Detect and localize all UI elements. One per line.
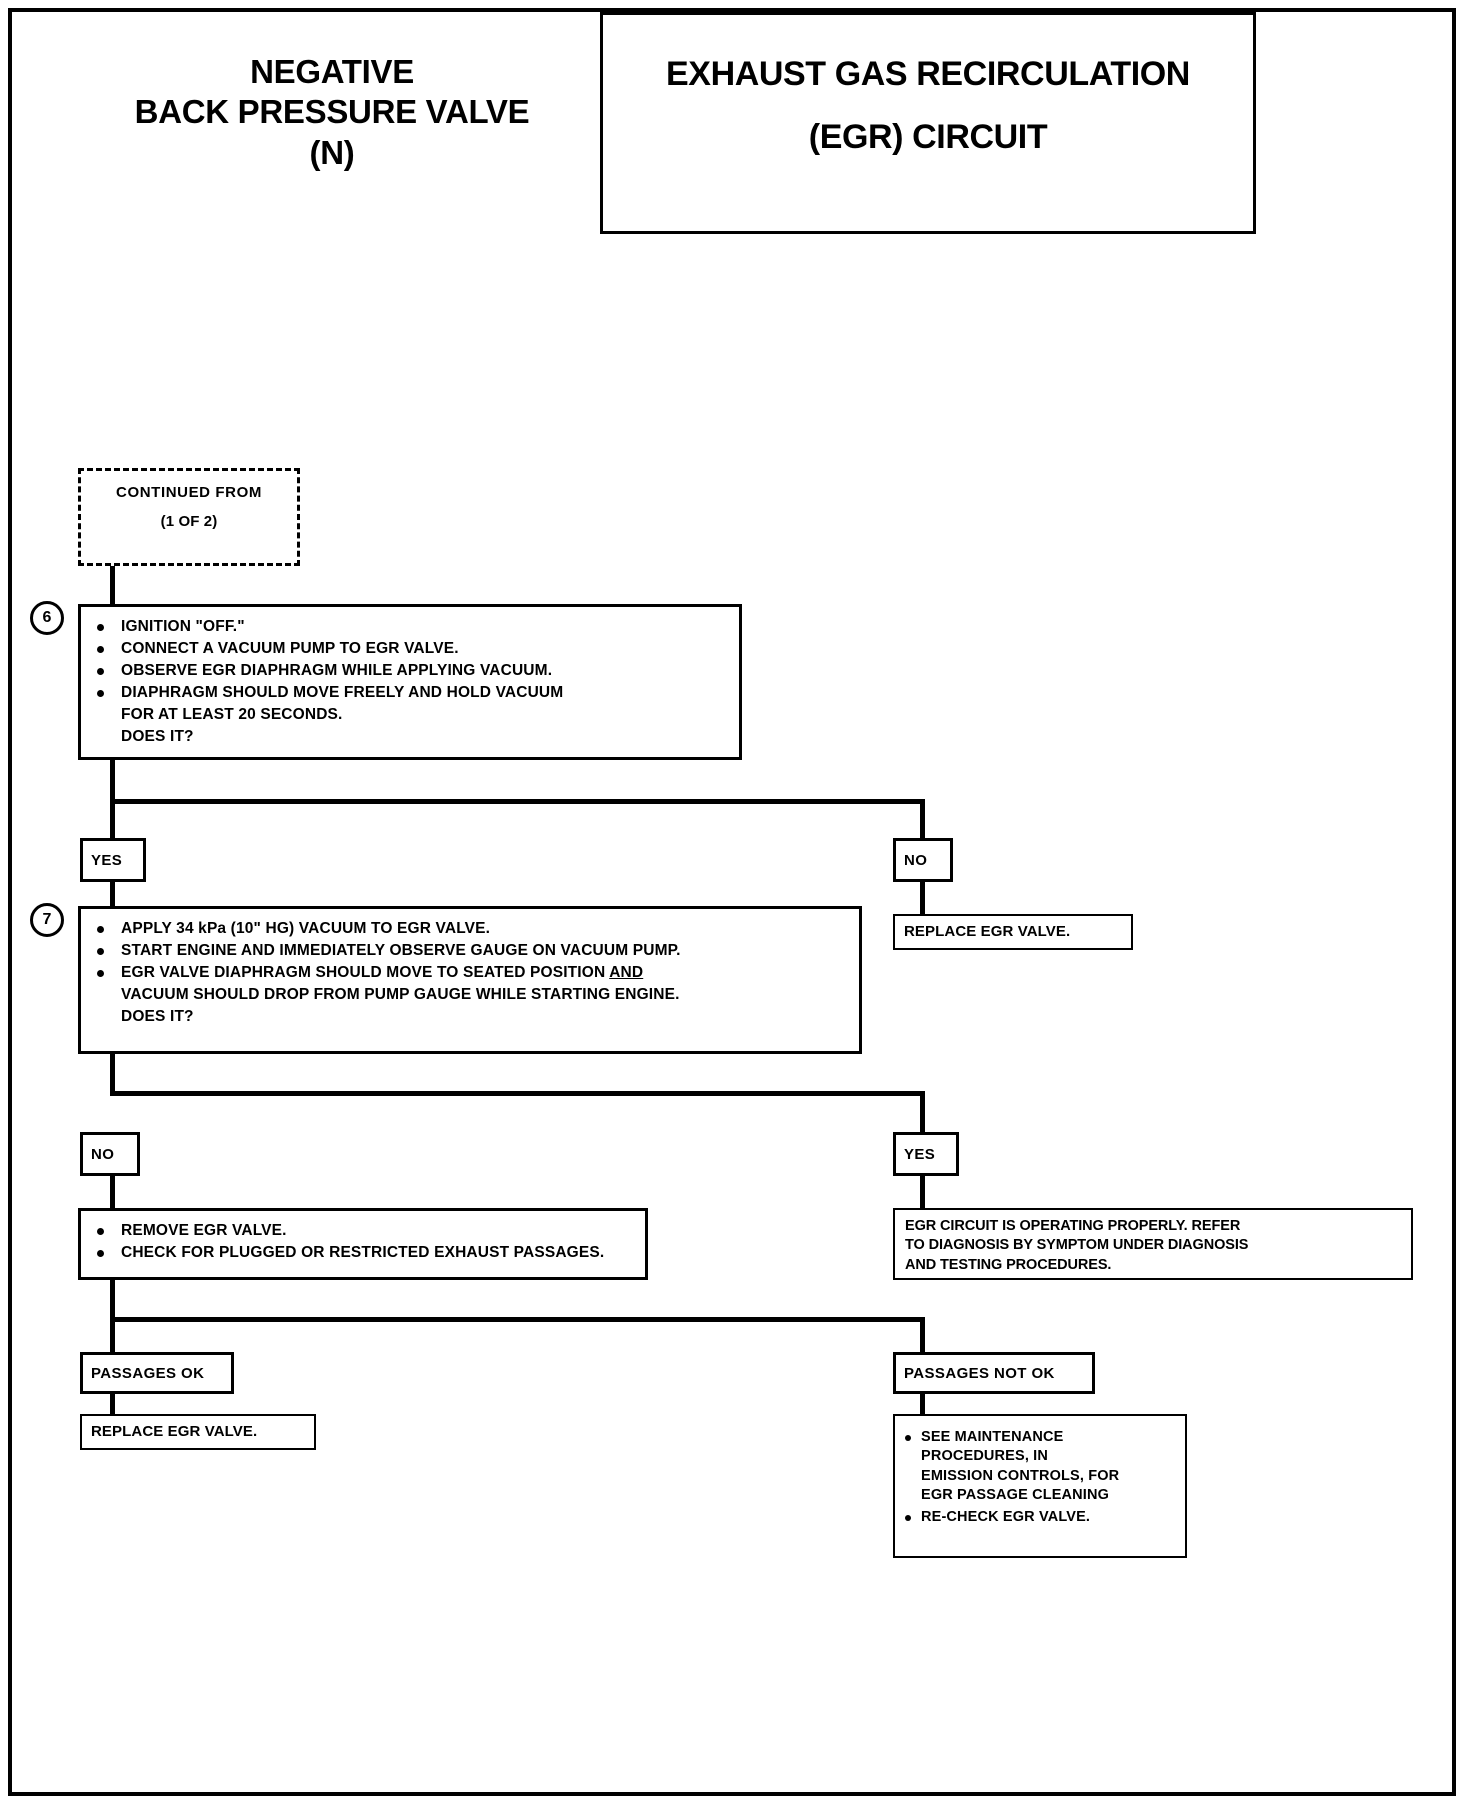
- page-title-left: NEGATIVE BACK PRESSURE VALVE (N): [134, 53, 530, 171]
- step-6-bullet-1: IGNITION "OFF.": [87, 616, 729, 638]
- remove-and-check-box: REMOVE EGR VALVE. CHECK FOR PLUGGED OR R…: [78, 1208, 648, 1280]
- replace-egr-valve-text-1: REPLACE EGR VALVE.: [904, 922, 1071, 940]
- step-7-bullet-1: APPLY 34 kPa (10" HG) VACUUM TO EGR VALV…: [87, 918, 849, 940]
- title-right-line1: EXHAUST GAS RECIRCULATION: [666, 55, 1190, 93]
- connector-yes6-down: [110, 882, 115, 918]
- passages-not-ok-label-box: PASSAGES NOT OK: [893, 1352, 1095, 1394]
- step-6-bullet-2: CONNECT A VACUUM PUMP TO EGR VALVE.: [87, 638, 729, 660]
- step-7-bullet-3: EGR VALVE DIAPHRAGM SHOULD MOVE TO SEATE…: [87, 962, 849, 1028]
- connector-step7-down: [110, 1054, 115, 1096]
- step-7-no-text: NO: [91, 1145, 115, 1163]
- egr-circuit-ok-text: EGR CIRCUIT IS OPERATING PROPERLY. REFER…: [905, 1218, 1249, 1273]
- step-7-yes-label-box: YES: [893, 1132, 959, 1176]
- step-7-bullet-list: APPLY 34 kPa (10" HG) VACUUM TO EGR VALV…: [87, 918, 849, 1028]
- step-6-no-label-box: NO: [893, 838, 953, 882]
- step-6-bullet-3: OBSERVE EGR DIAPHRAGM WHILE APPLYING VAC…: [87, 660, 729, 682]
- step-6-box: IGNITION "OFF." CONNECT A VACUUM PUMP TO…: [78, 604, 742, 760]
- step-7-label: 7: [42, 911, 52, 928]
- connector-step6-down: [110, 760, 115, 804]
- connector-no7-down: [110, 1176, 115, 1212]
- passages-ok-label-box: PASSAGES OK: [80, 1352, 234, 1394]
- connector-step7-bus: [110, 1091, 925, 1096]
- connector-passages-ok-down: [110, 1394, 115, 1418]
- continued-from-line1: CONTINUED FROM: [116, 484, 262, 501]
- connector-step6-to-no: [920, 799, 925, 841]
- connector-step6-bus: [110, 799, 925, 804]
- step-7-bullet-3-pre: EGR VALVE DIAPHRAGM SHOULD MOVE TO SEATE…: [121, 964, 610, 981]
- connector-no6-down: [920, 882, 925, 918]
- step-6-label: 6: [42, 609, 52, 626]
- connector-passages-bus: [110, 1317, 925, 1322]
- remove-check-bullet-2: CHECK FOR PLUGGED OR RESTRICTED EXHAUST …: [87, 1242, 635, 1264]
- maintenance-bullet-1: SEE MAINTENANCE PROCEDURES, IN EMISSION …: [903, 1428, 1177, 1506]
- maintenance-bullet-list: SEE MAINTENANCE PROCEDURES, IN EMISSION …: [903, 1428, 1177, 1527]
- page-border: [8, 8, 1456, 1796]
- step-7-bullet-3-emphasis: AND: [609, 964, 644, 981]
- replace-egr-valve-text-2: REPLACE EGR VALVE.: [91, 1422, 258, 1440]
- step-7-yes-text: YES: [904, 1145, 936, 1163]
- step-6-bullet-list: IGNITION "OFF." CONNECT A VACUUM PUMP TO…: [87, 616, 729, 748]
- step-7-box: APPLY 34 kPa (10" HG) VACUUM TO EGR VALV…: [78, 906, 862, 1054]
- connector-passages-not-ok-down: [920, 1394, 925, 1418]
- connector-yes7-down: [920, 1176, 925, 1212]
- connector-step7-to-yes: [920, 1091, 925, 1135]
- title-right-line2: (EGR) CIRCUIT: [808, 117, 1048, 156]
- step-number-7: 7: [30, 903, 64, 937]
- connector-removecheck-down: [110, 1280, 115, 1322]
- step-7-bullet-3-post: VACUUM SHOULD DROP FROM PUMP GAUGE WHILE…: [121, 986, 680, 1025]
- step-6-yes-label-box: YES: [80, 838, 146, 882]
- passages-ok-text: PASSAGES OK: [91, 1364, 205, 1382]
- connector-continued-to-step6: [110, 566, 115, 606]
- egr-circuit-ok-box: EGR CIRCUIT IS OPERATING PROPERLY. REFER…: [893, 1208, 1413, 1280]
- maintenance-procedures-box: SEE MAINTENANCE PROCEDURES, IN EMISSION …: [893, 1414, 1187, 1558]
- title-right-box: EXHAUST GAS RECIRCULATION (EGR) CIRCUIT: [600, 12, 1256, 234]
- replace-egr-valve-box-2: REPLACE EGR VALVE.: [80, 1414, 316, 1450]
- connector-to-passages-not-ok: [920, 1317, 925, 1355]
- step-7-no-label-box: NO: [80, 1132, 140, 1176]
- remove-check-bullet-list: REMOVE EGR VALVE. CHECK FOR PLUGGED OR R…: [87, 1220, 635, 1264]
- replace-egr-valve-box-1: REPLACE EGR VALVE.: [893, 914, 1133, 950]
- title-block: NEGATIVE BACK PRESSURE VALVE (N) EXHAUST…: [12, 12, 1452, 264]
- connector-step6-to-yes: [110, 799, 115, 841]
- page-title-right: EXHAUST GAS RECIRCULATION (EGR) CIRCUIT: [603, 43, 1253, 169]
- remove-check-bullet-1: REMOVE EGR VALVE.: [87, 1220, 635, 1242]
- continued-from-line2: (1 OF 2): [160, 513, 218, 531]
- step-6-yes-text: YES: [91, 851, 123, 869]
- step-6-bullet-4: DIAPHRAGM SHOULD MOVE FREELY AND HOLD VA…: [87, 682, 729, 748]
- continued-from-box: CONTINUED FROM (1 OF 2): [78, 468, 300, 566]
- maintenance-bullet-2: RE-CHECK EGR VALVE.: [903, 1508, 1177, 1527]
- passages-not-ok-text: PASSAGES NOT OK: [904, 1364, 1055, 1382]
- step-number-6: 6: [30, 601, 64, 635]
- step-6-no-text: NO: [904, 851, 928, 869]
- step-7-bullet-2: START ENGINE AND IMMEDIATELY OBSERVE GAU…: [87, 940, 849, 962]
- connector-to-passages-ok: [110, 1317, 115, 1355]
